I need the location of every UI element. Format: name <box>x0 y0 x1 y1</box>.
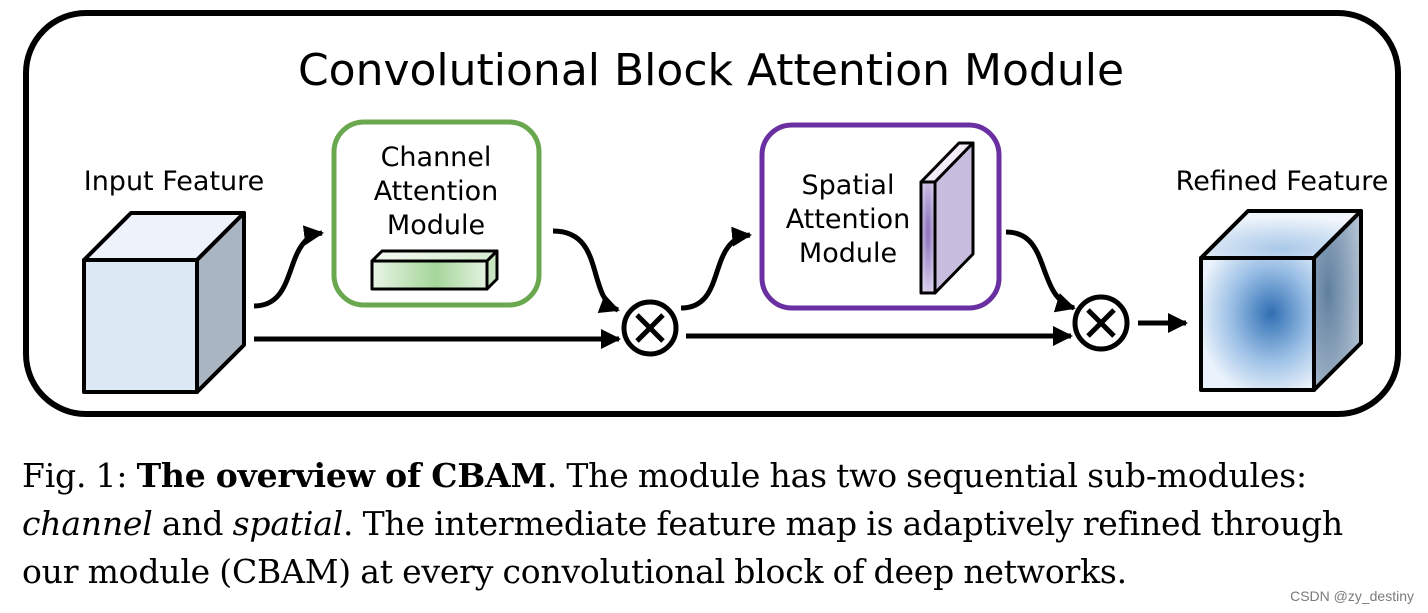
caption-sentence-2: . The intermediate feature map is adapti… <box>343 504 1343 543</box>
arrow-input-to-channel <box>253 225 324 309</box>
csdn-watermark: CSDN @zy_destiny <box>1290 588 1414 604</box>
caption-bold-title: The overview of CBAM <box>136 456 547 495</box>
caption-word-channel: channel <box>22 504 153 543</box>
spatial-module-label-1: Spatial <box>802 170 895 201</box>
channel-module-label-1: Channel <box>381 142 492 173</box>
input-feature-cube <box>82 211 246 394</box>
caption-fig-label: Fig. 1: <box>22 456 128 495</box>
module-frame <box>23 10 1401 417</box>
diagram-title: Convolutional Block Attention Module <box>298 45 1124 96</box>
spatial-module-label-2: Attention <box>786 204 911 235</box>
spatial-module-label-3: Module <box>799 238 897 269</box>
cbam-diagram: Convolutional Block Attention Module Inp… <box>23 10 1401 417</box>
arrow-channel-to-multiply <box>552 228 620 314</box>
caption-line-3: our module (CBAM) at every convolutional… <box>22 552 1127 591</box>
multiply-operator-1 <box>621 299 679 357</box>
input-feature-label: Input Feature <box>84 166 265 197</box>
caption-and: and <box>152 504 233 543</box>
channel-module-label-3: Module <box>387 210 485 241</box>
caption-word-spatial: spatial <box>232 504 344 543</box>
caption-sentence-1: . The module has two sequential sub-modu… <box>546 456 1307 495</box>
refined-feature-cube <box>1199 209 1363 392</box>
channel-attention-vector <box>370 249 499 291</box>
spatial-attention-map <box>919 141 975 295</box>
arrow-multiply-to-spatial <box>680 226 752 311</box>
refined-feature-label: Refined Feature <box>1176 166 1389 197</box>
channel-module-label-2: Attention <box>374 176 499 207</box>
arrow-spatial-to-multiply <box>1005 229 1076 313</box>
figure-caption: Fig. 1: The overview of CBAM. The module… <box>22 452 1412 596</box>
multiply-operator-2 <box>1072 294 1130 352</box>
